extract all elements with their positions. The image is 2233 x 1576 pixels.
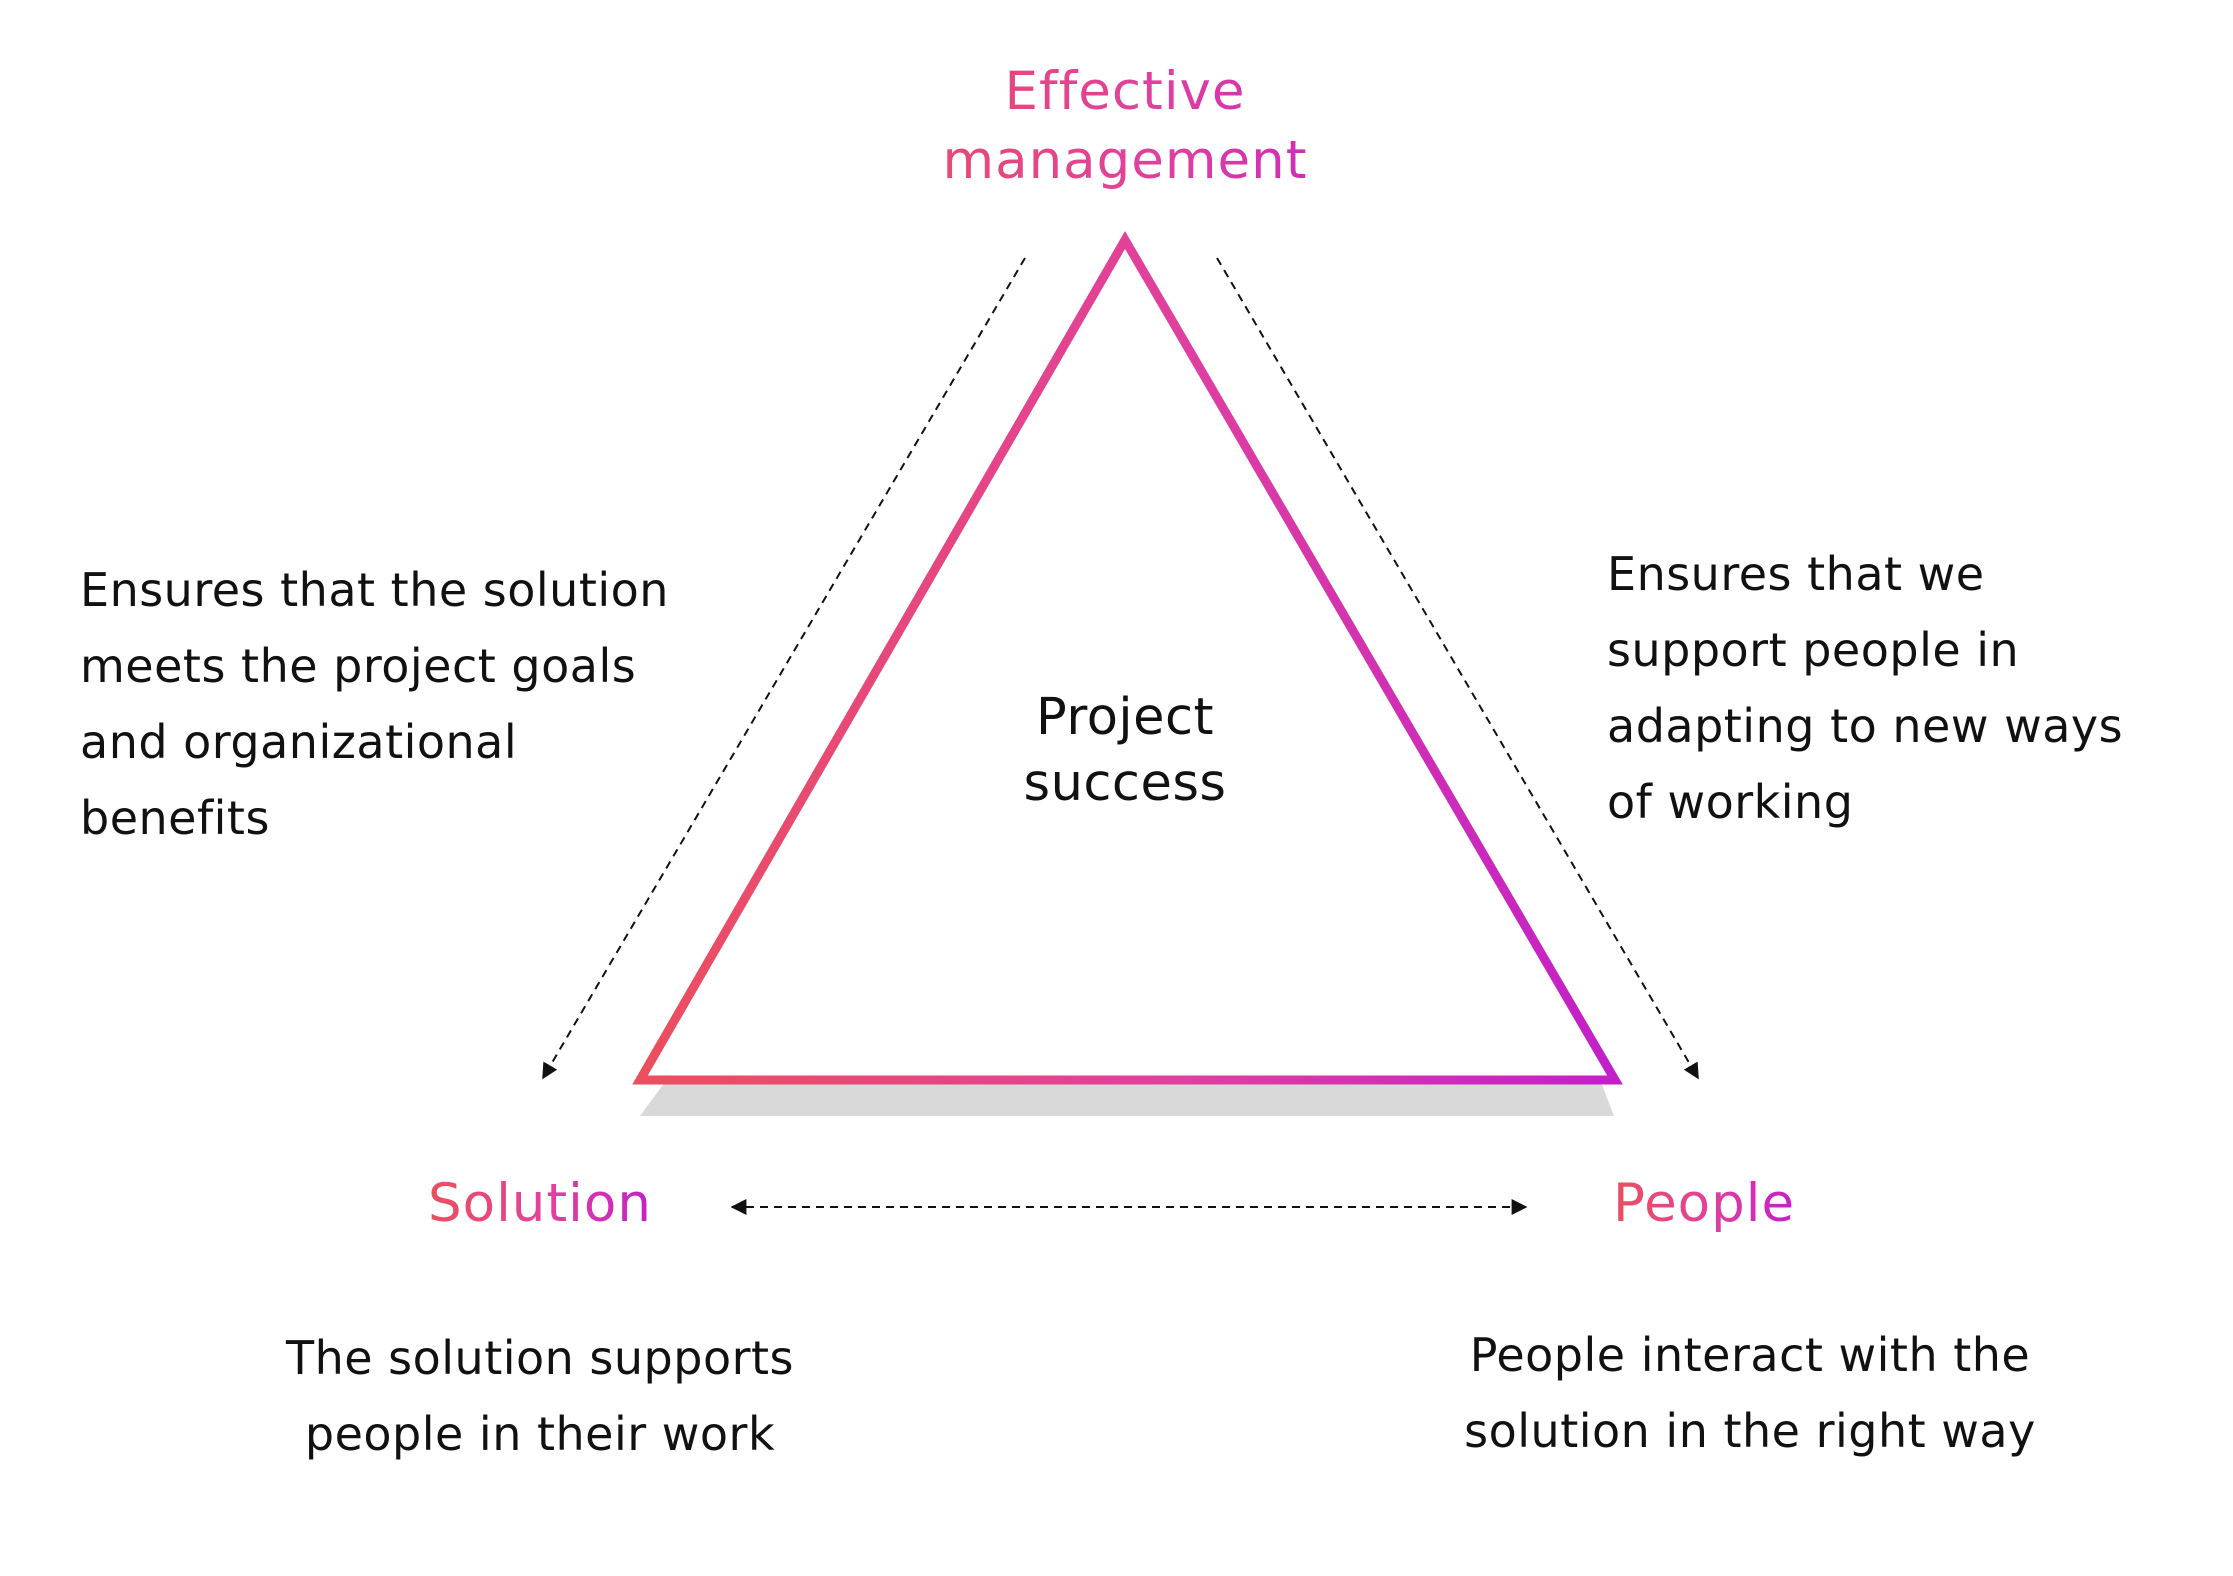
left-side-line-3: and organizational bbox=[80, 715, 518, 769]
right-side-line-3: adapting to new ways bbox=[1607, 699, 2124, 753]
bottom-left-line-1: The solution supports bbox=[285, 1331, 795, 1385]
solution-label: Solution bbox=[428, 1170, 652, 1239]
center-label: Project success bbox=[925, 685, 1325, 817]
bottom-right-line-1: People interact with the bbox=[1469, 1328, 2031, 1382]
right-side-line-1: Ensures that we bbox=[1607, 547, 1985, 601]
arrow-management-to-solution bbox=[542, 257, 1026, 1080]
apex-label-line-2: management bbox=[942, 129, 1308, 191]
apex-label: Effective management bbox=[825, 58, 1425, 196]
arrow-management-to-people bbox=[1216, 257, 1699, 1080]
center-label-line-2: success bbox=[1023, 754, 1227, 813]
left-side-description: Ensures that the solution meets the proj… bbox=[80, 552, 780, 856]
bottom-right-description: People interact with the solution in the… bbox=[1390, 1317, 2110, 1469]
bottom-left-description: The solution supports people in their wo… bbox=[190, 1320, 890, 1472]
right-side-line-2: support people in bbox=[1607, 623, 2020, 677]
right-side-description: Ensures that we support people in adapti… bbox=[1607, 536, 2217, 840]
bottom-left-line-2: people in their work bbox=[304, 1407, 776, 1461]
triangle-shadow bbox=[640, 1082, 1614, 1116]
center-label-line-1: Project bbox=[1036, 688, 1214, 747]
bottom-right-line-2: solution in the right way bbox=[1464, 1404, 2036, 1458]
success-triangle bbox=[632, 231, 1623, 1085]
right-side-line-4: of working bbox=[1607, 775, 1854, 829]
apex-label-line-1: Effective bbox=[1004, 61, 1246, 122]
left-side-line-2: meets the project goals bbox=[80, 639, 637, 693]
people-label: People bbox=[1613, 1170, 1795, 1239]
left-side-line-4: benefits bbox=[80, 791, 270, 845]
left-side-line-1: Ensures that the solution bbox=[80, 563, 669, 617]
